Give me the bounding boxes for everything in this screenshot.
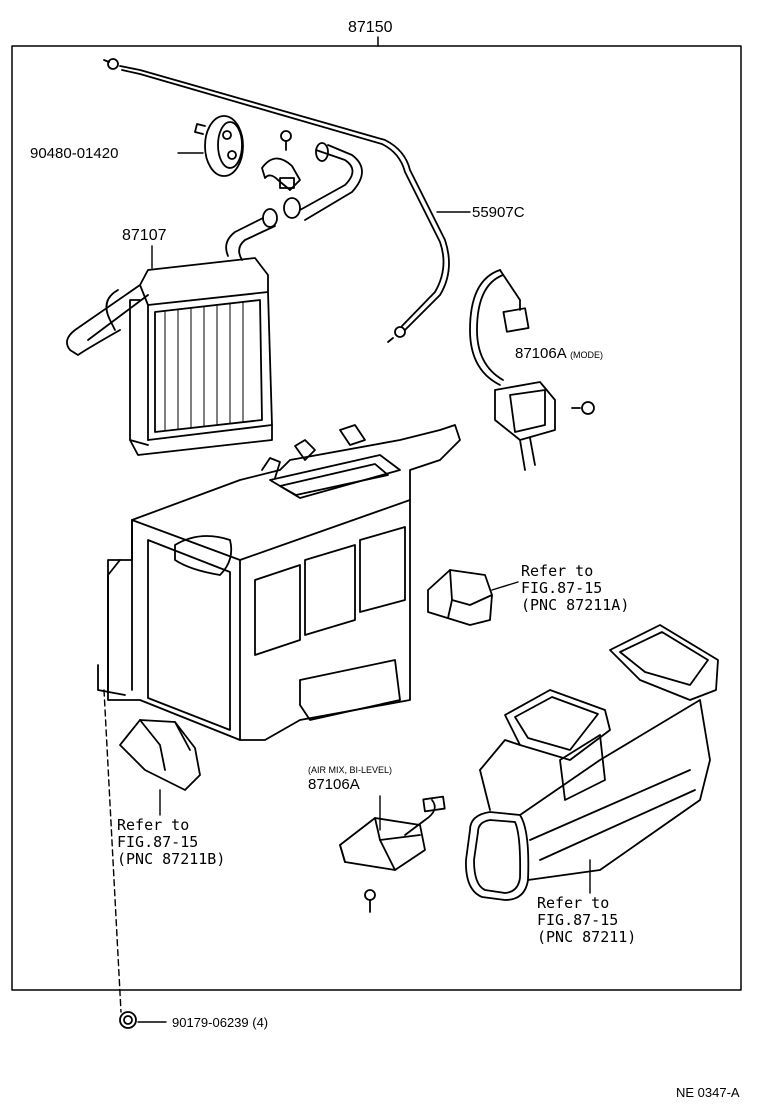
heater-core [66,257,273,456]
assembly-frame [11,45,742,991]
reference-a-line1: Refer to [521,562,594,580]
heater-core-fins [164,302,244,431]
heater-pipe-lower [225,208,278,261]
airmix-servo-note: (AIR MIX, BI-LEVEL) [308,765,393,775]
heater-core-part-label: 87107 [122,227,167,244]
air-duct [465,624,719,901]
airmix-servo-part-label: 87106A [308,776,360,793]
reference-b-line2: FIG.87-15 [117,833,199,851]
mode-servo-part-label: 87106A (MODE) [515,346,603,361]
reference-c-line2: FIG.87-15 [537,911,619,929]
heater-case [97,424,461,741]
grommet [194,115,244,177]
airmix-servo [339,795,446,913]
screw-top [280,130,292,151]
nut-part-label: 90179-06239 (4) [172,1015,269,1030]
reference-a-line2: FIG.87-15 [521,579,603,597]
grommet-part-label: 90480-01420 [30,145,119,162]
reference-b: Refer to FIG.87-15 (PNC 87211B) [117,817,225,868]
nut-dashed-leader [103,689,122,1013]
mode-servo-part-number: 87106A [515,345,566,362]
duct-bracket-right [427,569,493,626]
reference-c: Refer to FIG.87-15 (PNC 87211) [537,895,636,946]
reference-b-line3: (PNC 87211B) [117,850,226,868]
duct-left [119,719,201,791]
leader-ref-a [491,581,519,591]
nut [119,1011,137,1029]
mode-servo [469,269,595,471]
reference-b-line1: Refer to [117,816,190,834]
reference-a-line3: (PNC 87211A) [521,596,630,614]
heater-pipe-upper [283,142,363,221]
reference-a: Refer to FIG.87-15 (PNC 87211A) [521,563,629,614]
reference-c-line3: (PNC 87211) [537,928,637,946]
cable-part-label: 55907C [472,204,525,221]
mode-servo-note: (MODE) [570,350,604,360]
control-cable [103,58,450,343]
assembly-part-label: 87150 [348,19,393,36]
figure-code: NE 0347-A [676,1085,740,1100]
reference-c-line1: Refer to [537,894,610,912]
pipe-clamp [261,157,301,191]
